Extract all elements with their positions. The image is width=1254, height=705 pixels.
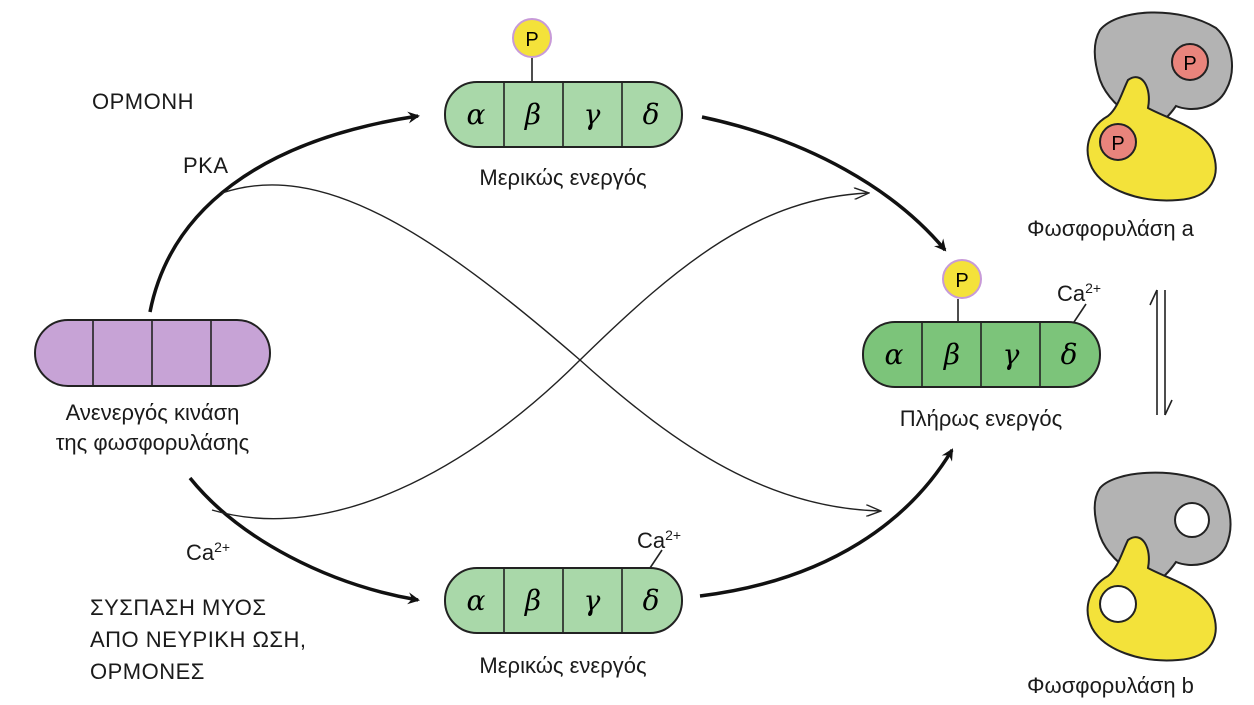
partial-active-bottom-complex: α β γ δ	[444, 549, 683, 634]
partial-active-top-complex: P α β γ δ	[444, 18, 683, 148]
partial-active-top-label: Μερικώς ενεργός	[479, 165, 647, 190]
phosphate-label: P	[1183, 53, 1196, 75]
muscle-label-line-3: ΟΡΜΟΝΕΣ	[90, 658, 205, 684]
subunit-alpha: α	[467, 584, 486, 617]
subunit-gamma: γ	[1003, 338, 1020, 371]
inactive-kinase-complex	[34, 319, 271, 387]
inactive-kinase-line-2: της φωσφορυλάσης	[55, 429, 250, 455]
equilibrium-arrows	[1149, 289, 1173, 416]
arrow-cross-to-bottom	[221, 184, 880, 511]
arrow-partial-top-to-full	[701, 115, 947, 252]
arrow-ca-to-partial-bottom	[188, 476, 420, 605]
phosphate-label: P	[955, 270, 968, 292]
phosphorylase-a-label: Φωσφορυλάση a	[1027, 216, 1194, 241]
hormone-label: ΟΡΜΟΝΗ	[92, 89, 194, 114]
arrow-partial-bottom-to-full	[699, 448, 954, 598]
inactive-kinase-label: Ανενεργός κινάση της φωσφορυλάσης	[0, 398, 305, 457]
phosphate-group	[512, 18, 552, 58]
subunit-alpha: α	[467, 98, 486, 131]
subunit-beta: β	[943, 338, 960, 371]
partial-active-bottom-label: Μερικώς ενεργός	[479, 653, 647, 678]
subunit-gamma: γ	[584, 584, 601, 617]
subunit-alpha: α	[885, 338, 904, 371]
subunit-beta: β	[524, 584, 541, 617]
fully-active-complex: P α β γ δ	[862, 259, 1101, 388]
calcium-label-bottom: Ca2+	[637, 527, 682, 553]
phosphorylase-b-icon	[1086, 471, 1232, 662]
muscle-label-line-1: ΣΥΣΠΑΣΗ ΜΥΟΣ	[90, 595, 267, 620]
subunit-delta: δ	[643, 98, 660, 131]
muscle-label-line-2: ΑΠΟ ΝΕΥΡΙΚΗ ΩΣΗ,	[90, 626, 307, 652]
arrow-pka-to-partial-top	[148, 111, 420, 313]
subunit-gamma: γ	[584, 98, 601, 131]
fully-active-label: Πλήρως ενεργός	[899, 406, 1063, 431]
subunit-delta: δ	[643, 584, 660, 617]
phosphate-group	[942, 259, 982, 299]
phosphate-label: P	[1111, 133, 1124, 155]
calcium-label-left: Ca2+	[186, 539, 231, 565]
subunit-beta: β	[524, 98, 541, 131]
muscle-contraction-label: ΣΥΣΠΑΣΗ ΜΥΟΣ ΑΠΟ ΝΕΥΡΙΚΗ ΩΣΗ, ΟΡΜΟΝΕΣ	[90, 592, 307, 688]
pka-label: PKA	[183, 153, 229, 178]
phosphate-label: P	[525, 29, 538, 51]
phosphorylase-b-label: Φωσφορυλάση b	[1027, 673, 1194, 698]
phosphorylase-a-icon: P P	[1086, 11, 1233, 202]
arrow-cross-to-top	[211, 193, 868, 520]
inactive-kinase-line-1: Ανενεργός κινάση	[65, 400, 240, 425]
calcium-label-full: Ca2+	[1057, 280, 1102, 306]
subunit-delta: δ	[1061, 338, 1078, 371]
